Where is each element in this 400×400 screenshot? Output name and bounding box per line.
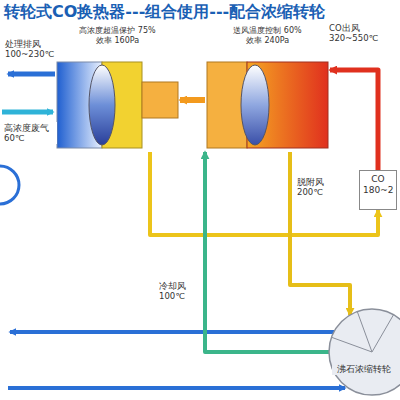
node-text: 送风温度控制 60%效率 240Pa (231, 26, 305, 45)
rotor-wheel (241, 65, 269, 145)
edge-label: CO出风 320~550℃ (328, 22, 396, 44)
heat-exchanger: 高浓度超温保护 75%效率 160Pa (55, 24, 180, 152)
heat-exchanger: 送风温度控制 60%效率 240Pa (205, 24, 330, 152)
rotor-wheel (89, 65, 115, 145)
flow-connector (330, 70, 378, 170)
co-unit: CO 180~2 (359, 170, 397, 210)
edge-label: 冷却风 100℃ (158, 280, 202, 302)
flow-connector (150, 152, 378, 235)
node-text: 高浓度超温保护 75%效率 160Pa (79, 26, 157, 45)
wheel-sector (332, 337, 372, 352)
wheel-sector (357, 312, 372, 352)
duct (142, 82, 178, 118)
node-text: 沸石浓缩转轮 (332, 364, 396, 375)
partial-circle (0, 166, 19, 204)
flow-connector (180, 97, 205, 103)
flow-label: 高浓度废气 60℃ (3, 122, 57, 144)
node-text: CO 180~2 (363, 174, 393, 196)
wheel-outline (328, 308, 400, 396)
zeolite-wheel: 沸石浓缩转轮 (328, 308, 400, 396)
flow-label: 处理排风 100~230℃ (4, 38, 64, 60)
flow-connector (290, 152, 350, 315)
exhaust-arrow (8, 72, 55, 77)
wheel-disk (329, 309, 400, 395)
inlet-arrow (2, 110, 53, 115)
wheel-sector (372, 315, 394, 352)
process-line (10, 330, 334, 334)
process-line (8, 386, 345, 390)
diagram-title: 转轮式CO换热器---组合使用---配合浓缩转轮 (4, 2, 325, 23)
edge-label: 脱附风 200℃ (296, 176, 340, 198)
